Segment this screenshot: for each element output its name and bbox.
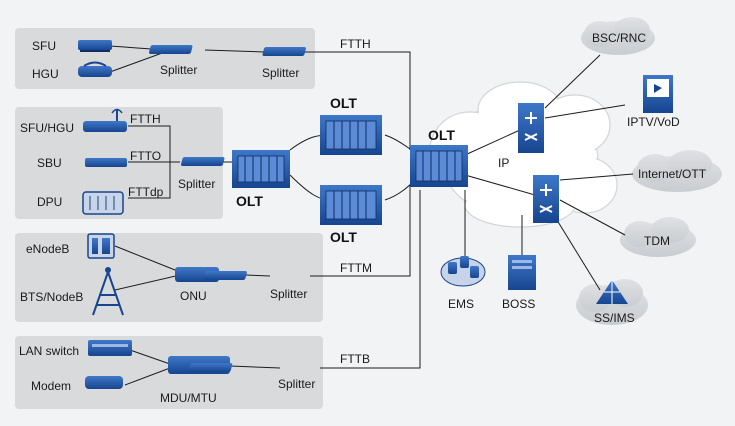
label-ip: IP bbox=[498, 156, 509, 170]
label-ftth-link: FTTH bbox=[340, 37, 371, 51]
label-bts-nodeb: BTS/NodeB bbox=[20, 290, 83, 304]
bts-tower-icon bbox=[92, 267, 124, 316]
label-hgu: HGU bbox=[32, 67, 59, 81]
label-fttdp: FTTdp bbox=[128, 185, 164, 199]
ims-pyramid-icon bbox=[596, 280, 628, 304]
label-lan-switch: LAN switch bbox=[19, 344, 79, 358]
label-splitter: Splitter bbox=[262, 66, 299, 80]
label-modem: Modem bbox=[31, 379, 71, 393]
label-sfu-hgu: SFU/HGU bbox=[20, 121, 74, 135]
label-olt-left: OLT bbox=[236, 193, 263, 209]
label-mdu-mtu: MDU/MTU bbox=[160, 391, 217, 405]
hgu-device-icon bbox=[78, 61, 112, 77]
router-bottom-icon bbox=[533, 175, 559, 223]
splitter-icon bbox=[188, 363, 233, 372]
label-olt-core: OLT bbox=[428, 127, 455, 143]
sfu-hgu-device-icon bbox=[83, 108, 127, 132]
olt-bottom-icon bbox=[320, 185, 382, 225]
label-olt-top: OLT bbox=[330, 95, 357, 111]
service-cloud-bsc-rnc bbox=[581, 17, 655, 55]
splitter-icon bbox=[203, 271, 247, 280]
label-splitter: Splitter bbox=[270, 287, 307, 301]
label-ftth: FTTH bbox=[130, 112, 161, 126]
olt-left-icon bbox=[232, 150, 290, 188]
label-onu: ONU bbox=[180, 289, 207, 303]
splitter-icon bbox=[148, 45, 193, 54]
label-splitter: Splitter bbox=[278, 377, 315, 391]
label-olt-bottom: OLT bbox=[330, 229, 357, 245]
splitter-icon bbox=[262, 47, 306, 56]
label-ems: EMS bbox=[448, 297, 474, 311]
service-cloud-internet bbox=[632, 150, 722, 192]
service-cloud-tdm bbox=[620, 217, 696, 257]
label-bsc-rnc: BSC/RNC bbox=[592, 31, 646, 45]
ems-server-icon bbox=[440, 256, 486, 287]
label-boss: BOSS bbox=[502, 297, 535, 311]
label-tdm: TDM bbox=[644, 234, 670, 248]
splitter-icon bbox=[180, 157, 225, 166]
label-fttb-link: FTTB bbox=[340, 352, 370, 366]
modem-icon bbox=[85, 376, 123, 389]
lan-switch-icon bbox=[88, 340, 132, 356]
label-splitter: Splitter bbox=[160, 63, 197, 77]
dpu-device-icon bbox=[82, 191, 124, 215]
label-sbu: SBU bbox=[37, 156, 62, 170]
label-ss-ims: SS/IMS bbox=[594, 311, 635, 325]
label-iptv-vod: IPTV/VoD bbox=[627, 115, 680, 129]
sbu-device-icon bbox=[85, 158, 127, 167]
sfu-device-icon bbox=[78, 40, 112, 52]
label-enodeb: eNodeB bbox=[26, 242, 69, 256]
label-internet-ott: Internet/OTT bbox=[638, 167, 707, 181]
enodeb-device-icon bbox=[87, 233, 115, 259]
label-splitter: Splitter bbox=[178, 177, 215, 191]
olt-core-icon bbox=[410, 145, 468, 187]
olt-top-icon bbox=[320, 115, 382, 155]
label-fttm-link: FTTM bbox=[340, 261, 372, 275]
router-top-icon bbox=[518, 103, 544, 153]
label-sfu: SFU bbox=[32, 39, 56, 53]
label-ftto: FTTO bbox=[130, 149, 161, 163]
label-dpu: DPU bbox=[37, 195, 62, 209]
boss-server-icon bbox=[508, 255, 536, 290]
links bbox=[109, 45, 634, 386]
iptv-icon bbox=[643, 75, 673, 113]
